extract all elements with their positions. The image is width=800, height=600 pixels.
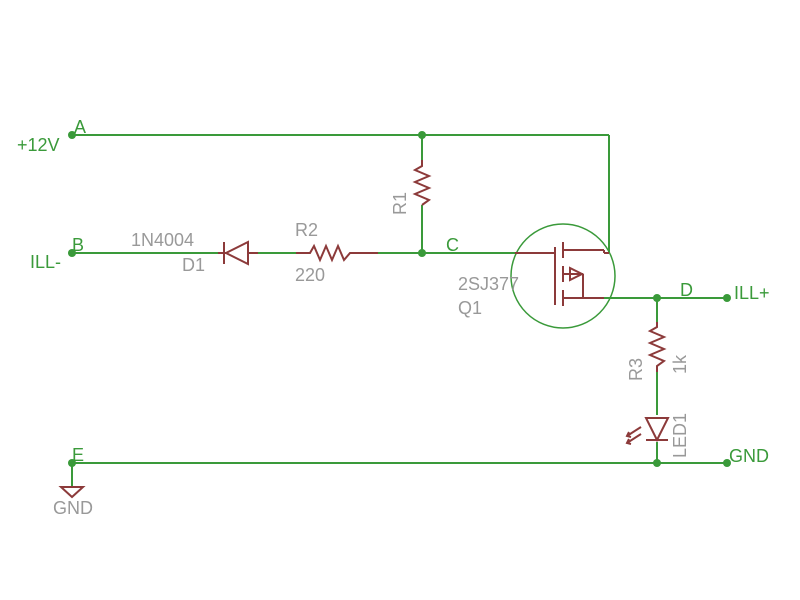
signal-label-ill-minus: ILL-: [30, 252, 61, 272]
net-label-d: D: [680, 280, 693, 300]
junction-r1-top: [418, 131, 426, 139]
junctions: [68, 131, 731, 467]
resistor-r2: [296, 243, 378, 263]
r2-value: 220: [295, 265, 325, 285]
net-label-a: A: [74, 117, 86, 137]
mosfet-q1: [510, 223, 616, 329]
junction-d: [653, 294, 661, 302]
net-label-b: B: [72, 235, 84, 255]
junction-b: [68, 249, 76, 257]
net-label-e: E: [72, 445, 84, 465]
junction-ill-plus: [723, 294, 731, 302]
resistor-r3: [647, 322, 667, 372]
signal-label-ill-plus: ILL+: [734, 283, 770, 303]
gnd-symbol-label: GND: [53, 498, 93, 518]
led1-name: LED1: [670, 413, 690, 458]
led-led1: [625, 417, 670, 445]
junction-a: [68, 131, 76, 139]
q1-name: Q1: [458, 298, 482, 318]
r3-value: 1k: [670, 354, 690, 374]
junction-led-gnd: [653, 459, 661, 467]
ground-symbol: [58, 486, 86, 499]
r3-name: R3: [626, 358, 646, 381]
supply-label-12v: +12V: [17, 135, 60, 155]
diode-d1: [218, 240, 258, 266]
q1-value: 2SJ377: [458, 274, 519, 294]
junction-c: [418, 249, 426, 257]
junction-gnd-right: [723, 459, 731, 467]
net-label-c: C: [446, 235, 459, 255]
d1-value: 1N4004: [131, 230, 194, 250]
r1-name: R1: [390, 192, 410, 215]
d1-name: D1: [182, 255, 205, 275]
resistor-r1: [412, 160, 432, 206]
r2-name: R2: [295, 220, 318, 240]
signal-label-gnd-right: GND: [729, 446, 769, 466]
junction-e: [68, 459, 76, 467]
